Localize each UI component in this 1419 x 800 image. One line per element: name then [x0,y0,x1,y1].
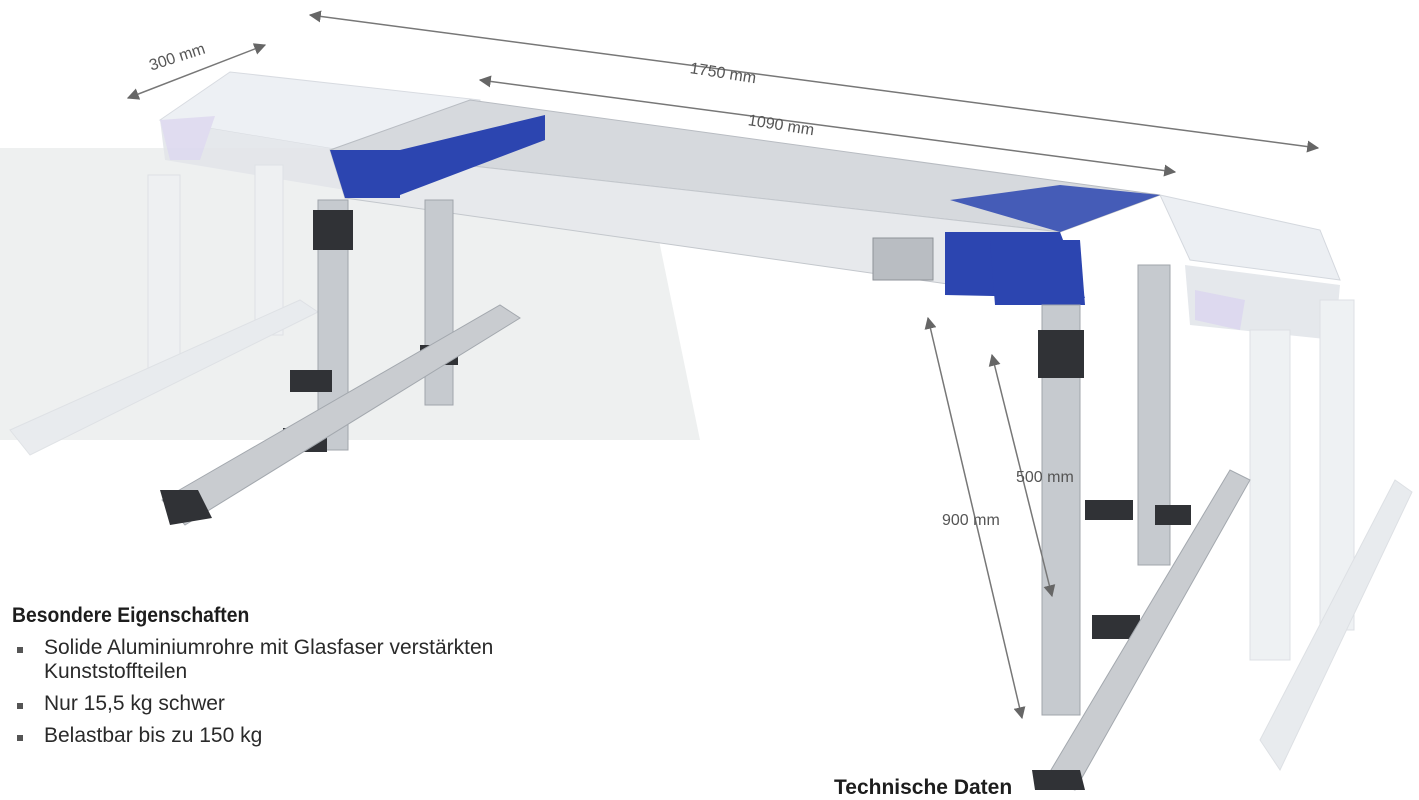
ghost-platform-right [1159,194,1413,772]
label-max-height: 900 mm [942,512,1000,529]
features-list: Solide Aluminiumrohre mit Glasfaser vers… [12,636,712,748]
legs-right [1032,264,1251,791]
feature-item: Solide Aluminiumrohre mit Glasfaser vers… [12,636,524,684]
label-min-height: 500 mm [1016,469,1074,486]
legs-left [160,199,521,526]
arrow-300 [126,43,267,100]
features-section: Besondere Eigenschaften Solide Aluminium… [12,604,712,756]
tech-data-title: Technische Daten [834,776,1013,799]
arrow-1090 [478,75,1177,177]
feature-item: Nur 15,5 kg schwer [12,692,524,716]
arrow-900 [924,316,1026,720]
feature-item: Belastbar bis zu 150 kg [12,724,524,748]
features-title: Besondere Eigenschaften [12,604,250,627]
main-platform [329,99,1161,305]
